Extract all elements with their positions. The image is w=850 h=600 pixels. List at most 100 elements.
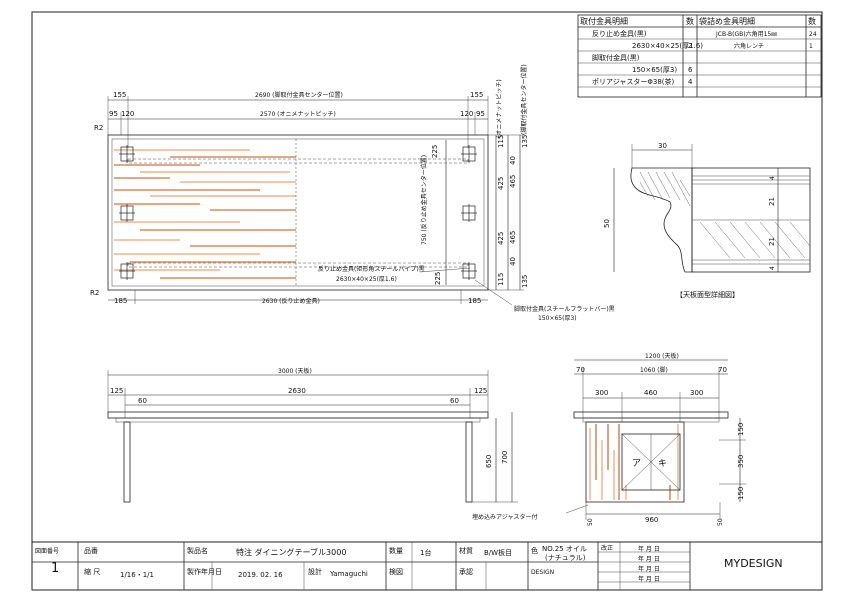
qty-label: 数量 [389, 546, 403, 555]
bom-table: 取付金具明細 数 袋詰め金具明細 数 反り止め金具(黒)2630×40×25(厚… [577, 14, 822, 98]
qty-value: 1台 [420, 548, 431, 557]
front-view: 3000 (天板) 125 2630 125 60 60 650 700 [107, 367, 518, 503]
check-label: 検図 [389, 567, 403, 576]
v-leg-label: (脚取付金具センター位置) [520, 64, 528, 135]
drawing-no-label: 図面番号 [35, 548, 59, 555]
front-dim-650: 650 [485, 455, 493, 468]
detail-dim-4a: 4 [769, 176, 776, 180]
detail-dim-50: 50 [603, 219, 611, 228]
dim-185-right: 185 [468, 297, 481, 305]
adjuster-callout: 埋め込みアジャスター付 [472, 513, 537, 521]
side-dim-50-left: 50 [587, 518, 594, 526]
side-dim-1060: 1060 (脚) [640, 366, 668, 374]
material-label: 材質 [459, 546, 473, 555]
plan-vdim-col1: 115 [497, 135, 505, 148]
revision-date: 年 月 日 [638, 575, 660, 583]
revision-date: 年 月 日 [638, 565, 660, 573]
front-dim-700: 700 [501, 451, 509, 464]
detail-dim-4b: 4 [769, 266, 776, 270]
product-label: 製品名 [187, 546, 208, 555]
revision-date: 年 月 日 [638, 555, 660, 563]
plan-vdim-col2: 465 [509, 231, 517, 244]
front-dim-125-right: 125 [474, 387, 487, 395]
side-leg-panel [585, 421, 685, 503]
side-dim-150-bottom: 150 [737, 487, 745, 500]
side-label-a: ア [632, 459, 641, 469]
design-label: 設計 [308, 567, 322, 576]
bom-left-item: ポリアジャスターΦ38(茶) [592, 77, 675, 86]
bom-right-qty-header: 数 [808, 16, 816, 26]
detail-dim-21a: 21 [768, 197, 776, 206]
side-dim-350: 350 [737, 455, 745, 468]
side-dim-70-right: 70 [718, 366, 727, 374]
plan-vdim-col3: 135 [521, 275, 529, 288]
dim-120-left: 120 [121, 110, 134, 118]
side-dim-460: 460 [644, 389, 657, 397]
designer-name: Yamaguchi [329, 570, 368, 578]
dim-2690: 2690 (脚取付金具センター位置) [255, 91, 343, 99]
radius-bottom: R2 [90, 289, 99, 297]
plan-vdim-col2: 465 [509, 175, 517, 188]
dim-155-right: 155 [470, 91, 483, 99]
front-dim-125-left: 125 [110, 387, 123, 395]
design-stamp: DESIGN [531, 569, 554, 576]
plan-view: 155 2690 (脚取付金具センター位置) 155 95 120 2570 (… [90, 64, 615, 322]
front-dim-60-right: 60 [450, 397, 459, 405]
company-name: MYDESIGN [724, 557, 783, 570]
bom-left-qty: 6 [688, 66, 693, 74]
side-label-ki: キ [658, 459, 667, 469]
plan-vdim-col2: 40 [509, 257, 517, 266]
side-dim-70-left: 70 [576, 366, 585, 374]
side-dim-960: 960 [645, 516, 658, 524]
color-label: 色 [531, 546, 538, 555]
side-dim-150-top: 150 [737, 423, 745, 436]
side-wood-grain [589, 424, 679, 500]
made-date: 2019. 02. 16 [238, 571, 283, 579]
side-dim-50-right: 50 [717, 518, 724, 526]
plan-vdim-col1: 115 [497, 273, 505, 286]
bom-right-qty: 1 [809, 43, 813, 50]
bom-right-item: 六角レンチ [734, 42, 764, 50]
scale-label: 縮 尺 [84, 567, 100, 576]
dim-95-left: 95 [109, 110, 118, 118]
bom-right-qty: 24 [809, 31, 817, 38]
side-dim-300-left: 300 [595, 389, 608, 397]
bom-left-item: 反り止め金具(黒) [592, 29, 647, 38]
detail-dim-30: 30 [658, 142, 667, 150]
front-dim-2630: 2630 [288, 387, 306, 395]
bom-right-item: JCB-B(GB)六角用15㎜ [715, 30, 777, 38]
dim-2570: 2570 (オニメナットピッチ) [260, 111, 336, 118]
revision-date: 年 月 日 [638, 545, 660, 553]
detail-dim-21b: 21 [768, 237, 776, 246]
dim-225-top: 225 [431, 145, 439, 158]
bom-left-qty-header: 数 [686, 16, 694, 26]
bom-right-header: 袋詰め金具明細 [699, 16, 755, 26]
dim-120-right: 120 [460, 110, 473, 118]
plan-vdim-col1: 425 [497, 177, 505, 190]
bom-left-item: 2630×40×25(厚1.6) [632, 42, 703, 50]
scale-value: 1/16・1/1 [120, 571, 154, 579]
dim-185-left: 185 [114, 297, 127, 305]
edge-profile-detail: 30 50 4 21 21 4 【天板面型詳細図】 [603, 142, 811, 299]
front-leg-right [465, 421, 473, 503]
callout-leg: 脚取付金具(スチールフラットバー)黒 [514, 305, 615, 313]
leg-brackets [119, 145, 477, 280]
front-dim-60-left: 60 [138, 397, 147, 405]
radius-top: R2 [94, 124, 103, 132]
bom-left-item: 脚取付金具(黒) [592, 53, 640, 62]
detail-caption: 【天板面型詳細図】 [676, 290, 739, 299]
callout-sori: 反り止め金具(矩形角スチールパイプ)黒 [318, 265, 425, 273]
dim-750: 750 (反り止め金具センター位置) [420, 155, 428, 245]
made-label: 製作年月日 [187, 567, 222, 576]
plan-vdim-col1: 425 [497, 232, 505, 245]
dim-2630-plan: 2630 (反り止め金具) [262, 297, 320, 305]
plan-vdim-col2: 40 [509, 156, 517, 165]
approve-label: 承認 [459, 567, 473, 576]
front-dim-3000: 3000 (天板) [278, 367, 312, 375]
material-value: B/W板目 [484, 548, 512, 557]
callout-sori-size: 2630×40×25(厚1.6) [336, 276, 397, 283]
bom-left-qty: 2 [688, 42, 692, 50]
dim-95-right: 95 [476, 110, 485, 118]
front-leg-left [123, 421, 131, 503]
